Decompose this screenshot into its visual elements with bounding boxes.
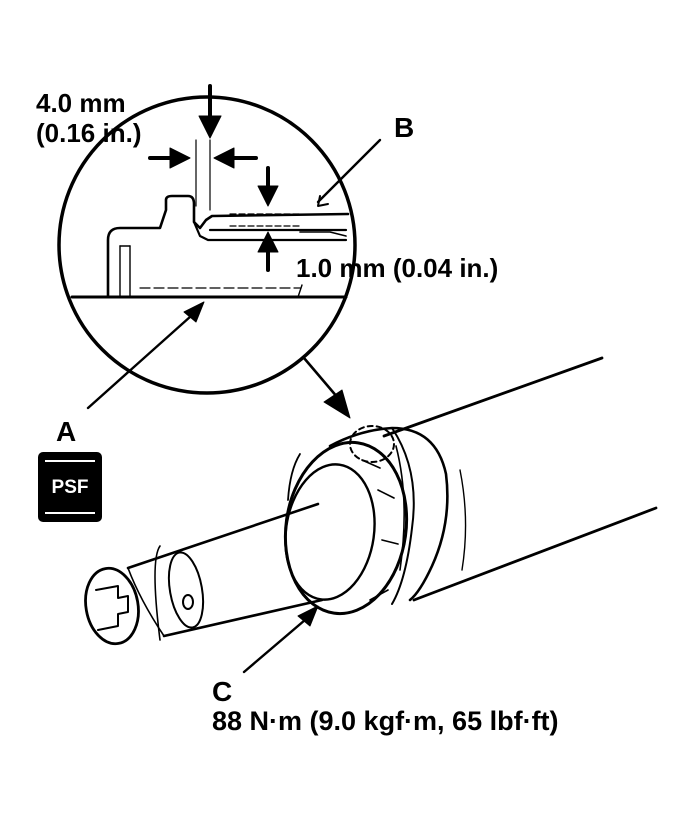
psf-fluid-badge: PSF [38, 452, 102, 522]
callout-a: A [56, 416, 77, 447]
arrow-down-top [198, 115, 222, 139]
zoom-arrow-line [302, 356, 340, 400]
shaft-assembly [84, 356, 658, 646]
nut-inner [284, 463, 376, 601]
leader-c [242, 612, 314, 674]
zoom-arrow-head [323, 389, 351, 419]
callout-b: B [394, 112, 415, 143]
gap-width-inches: (0.16 in.) [36, 118, 142, 148]
shaft-hole [182, 594, 194, 610]
shaft-end [84, 566, 140, 646]
housing-profile [106, 194, 350, 299]
gap-width-value: 4.0 mm [36, 88, 126, 118]
leader-a [86, 306, 202, 410]
shaft-bottom-edge [162, 598, 324, 638]
arrow-left [213, 147, 235, 169]
arrow-right [169, 147, 191, 169]
shaft-top-edge [126, 502, 320, 570]
detail-magnifier [57, 95, 357, 395]
shaft-slot [95, 585, 129, 631]
leader-b [316, 138, 382, 204]
callout-c: C [212, 676, 233, 707]
shaft-step [167, 551, 205, 629]
psf-badge-text: PSF [51, 477, 89, 498]
tube-bottom-edge [412, 506, 658, 602]
dimension-arrows [148, 84, 279, 272]
detail-circle [57, 95, 357, 395]
gap-height-value: 1.0 mm (0.04 in.) [296, 253, 499, 283]
joint-body [328, 426, 449, 602]
leader-lines [86, 138, 382, 674]
boot-tip [192, 220, 348, 242]
torque-spec: 88 N·m (9.0 kgf·m, 65 lbf·ft) [212, 706, 559, 736]
detail-area-marker [349, 425, 395, 463]
tube-top-edge [382, 356, 604, 438]
arrow-down-small [257, 185, 279, 207]
arrow-up-small [257, 231, 279, 253]
